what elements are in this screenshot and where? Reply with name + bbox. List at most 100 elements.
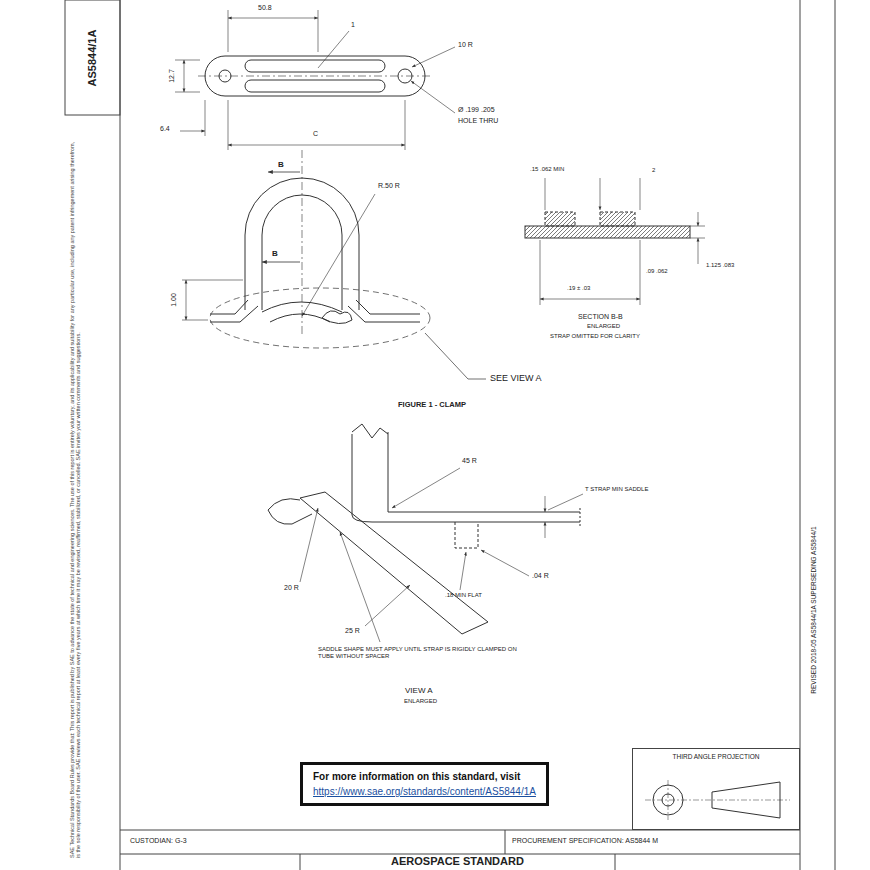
callout-number: 1	[351, 21, 355, 29]
front-view-clamp	[210, 288, 430, 348]
null	[300, 508, 318, 582]
sheet-frame	[615, 854, 616, 870]
top-view	[245, 60, 385, 72]
radius-callout: 45 R	[462, 457, 477, 465]
section-b-b	[525, 178, 705, 305]
top-view	[318, 31, 349, 68]
view-a-detail	[300, 492, 488, 634]
radius-callout: 25 R	[345, 627, 360, 635]
top-view	[228, 18, 318, 19]
dimension: .19 ± .03	[567, 285, 590, 292]
top-view	[228, 10, 229, 52]
null	[540, 178, 705, 305]
top-view	[175, 10, 455, 150]
null	[640, 178, 641, 210]
top-view	[228, 100, 229, 150]
projection-symbol	[645, 780, 790, 820]
sheet-frame	[65, 0, 120, 115]
dimension: C	[313, 130, 318, 138]
null	[481, 550, 529, 576]
callout-number: 2	[652, 167, 655, 174]
view-a-detail	[268, 499, 312, 524]
front-view-clamp	[210, 300, 248, 314]
section-b-b	[525, 226, 690, 238]
sheet-frame	[300, 854, 301, 870]
radius-callout: .04 R	[532, 572, 549, 580]
dimension: 1.00	[170, 286, 178, 314]
null	[540, 299, 640, 300]
dimension-note: .18 MIN FLAT	[445, 592, 482, 599]
front-view-clamp	[356, 300, 420, 314]
section-arrow-letter: B	[278, 160, 284, 169]
projection-symbol	[668, 780, 669, 820]
dimension: 6.4	[160, 125, 170, 133]
sheet-frame	[120, 854, 800, 855]
top-view	[175, 92, 200, 93]
sheet-frame	[65, 0, 835, 870]
null	[600, 178, 601, 210]
sheet-frame	[800, 0, 801, 870]
hole-callout: Ø .199 .205	[458, 106, 495, 114]
null	[640, 240, 641, 305]
front-view-clamp	[425, 333, 486, 379]
front-view-clamp	[322, 311, 352, 324]
section-title: SECTION B-B	[578, 313, 623, 321]
top-view	[184, 60, 185, 92]
sheet-frame	[505, 830, 506, 854]
top-view	[411, 81, 455, 113]
title-block-field: CUSTODIAN: G-3	[130, 837, 187, 845]
figure-caption: FIGURE 1 - CLAMP	[398, 401, 466, 410]
front-view-clamp	[268, 172, 300, 173]
top-view	[198, 76, 432, 77]
top-view	[180, 131, 205, 132]
sheet-frame	[120, 0, 121, 870]
top-view	[175, 60, 200, 61]
radius-callout: 10 R	[458, 41, 473, 49]
dimension: 1.125 .083	[706, 262, 734, 269]
top-view	[318, 10, 319, 52]
top-view	[205, 100, 206, 136]
view-note: SADDLE SHAPE MUST APPLY UNTIL STRAP IS R…	[318, 646, 533, 660]
front-view-clamp	[182, 280, 243, 281]
null	[690, 226, 705, 227]
front-view-clamp	[302, 150, 303, 336]
top-view	[412, 47, 455, 67]
view-reference: SEE VIEW A	[490, 373, 542, 383]
box-link: https://www.sae.org/standards/content/AS…	[313, 786, 536, 797]
view-a-detail	[580, 508, 581, 526]
top-view	[405, 100, 406, 150]
front-view-clamp	[348, 306, 420, 322]
view-a-detail	[455, 522, 478, 548]
section-subtitle: ENLARGED	[587, 323, 620, 330]
sheet-frame	[835, 0, 836, 870]
front-view-clamp	[186, 280, 187, 320]
section-b-b	[545, 212, 575, 226]
top-view	[245, 80, 385, 92]
dimension: 12.7	[168, 62, 176, 90]
front-view-clamp	[270, 314, 330, 322]
view-title: VIEW A	[405, 686, 433, 695]
null	[545, 496, 546, 512]
projection-box: THIRD ANGLE PROJECTION	[632, 748, 800, 830]
null	[690, 238, 705, 239]
info-box: For more information on this standard, v…	[300, 762, 549, 806]
hole-callout: HOLE THRU	[458, 117, 498, 125]
view-subtitle: ENLARGED	[404, 698, 437, 705]
view-a-detail	[352, 434, 580, 522]
section-b-b	[600, 212, 635, 226]
section-note: STRAP OMITTED FOR CLARITY	[550, 333, 640, 340]
null	[460, 552, 466, 590]
front-view-clamp	[262, 262, 300, 263]
null	[300, 468, 583, 642]
front-view-clamp	[210, 306, 258, 322]
document-title: AEROSPACE STANDARD	[300, 855, 615, 868]
null	[698, 238, 699, 252]
null	[545, 178, 546, 210]
box-heading: THIRD ANGLE PROJECTION	[637, 753, 795, 760]
radius-callout: 20 R	[284, 584, 299, 592]
box-heading: For more information on this standard, v…	[313, 771, 536, 782]
null	[698, 252, 699, 264]
null	[545, 522, 546, 538]
null	[548, 494, 583, 510]
